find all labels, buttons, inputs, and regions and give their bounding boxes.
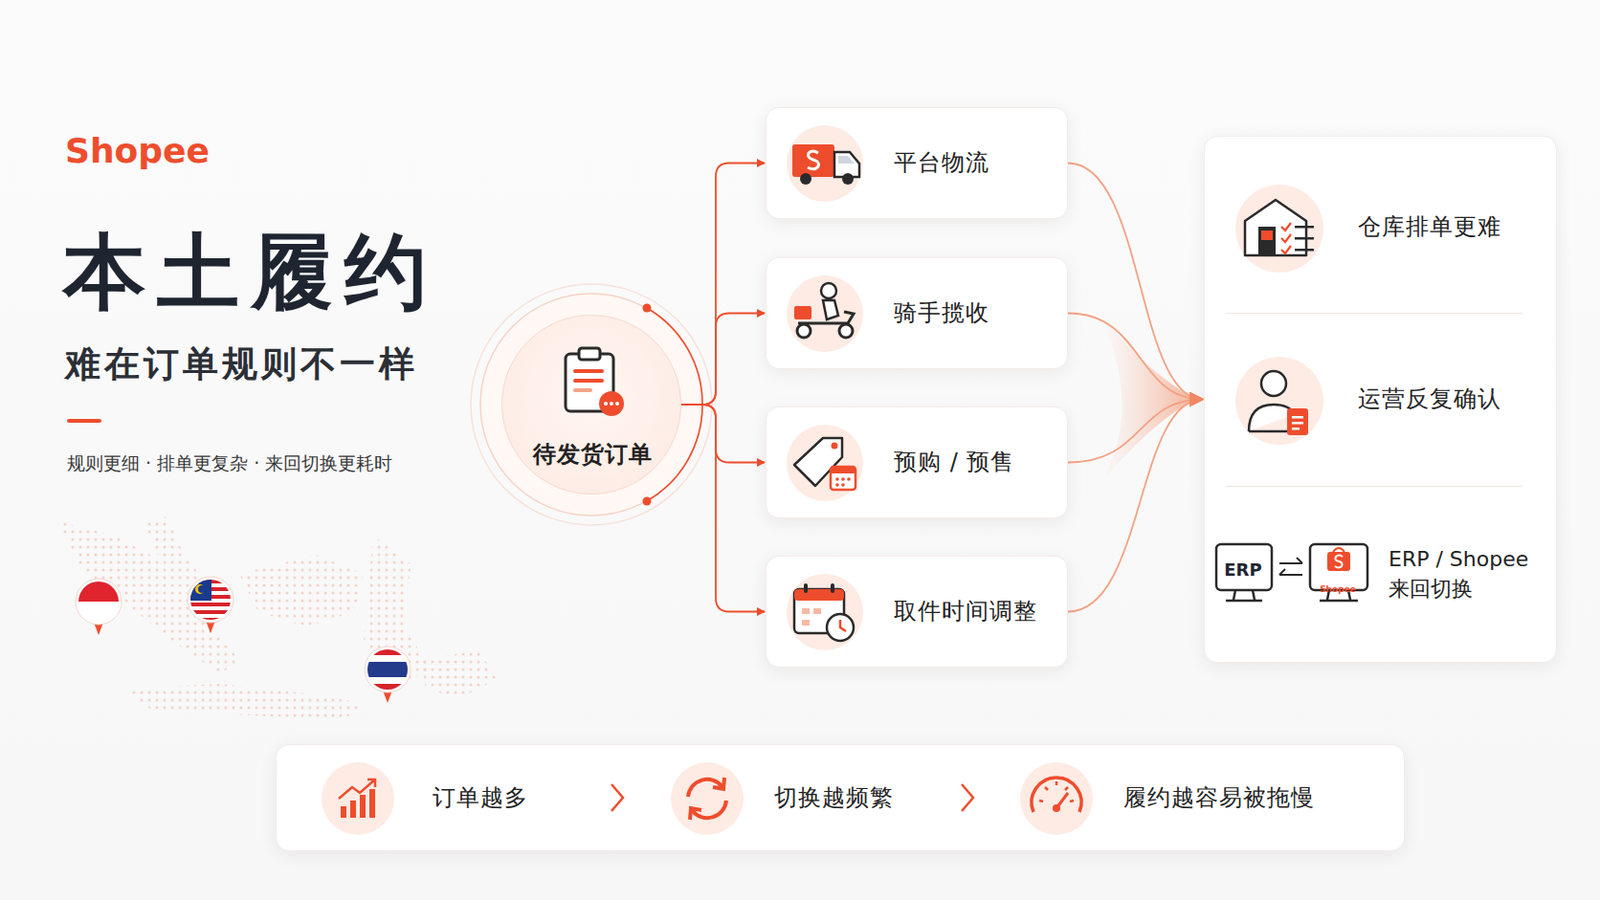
system-label: ERP xyxy=(1223,560,1262,580)
switch-icon xyxy=(666,758,748,840)
tagline: 规则更细 · 排单更复杂 · 来回切换更耗时 xyxy=(66,452,393,475)
node-text-wrap: 骑手揽收 xyxy=(893,298,990,329)
tag-icon xyxy=(780,419,869,508)
calendar-icon xyxy=(780,568,869,657)
connector xyxy=(1067,400,1203,464)
node-text: 骑手揽收 xyxy=(893,298,990,329)
tagline-wrap: 规则更细 · 排单更复杂 · 来回切换更耗时 xyxy=(66,452,393,475)
subtitle-wrap: 难在订单规则不一样 xyxy=(65,343,419,386)
connector xyxy=(1067,163,1203,400)
node-text-wrap: 运营反复确认 xyxy=(1357,384,1502,415)
operator-icon xyxy=(1231,355,1328,447)
dotted-map xyxy=(57,516,498,720)
node-text: 预购 / 预售 xyxy=(893,447,1015,478)
node-text: 平台物流 xyxy=(893,148,990,178)
brand-mini-label-wrap: Shopee xyxy=(1319,577,1356,597)
brand-mini-label: Shopee xyxy=(1319,585,1356,596)
step-box: 取件时间调整 xyxy=(765,555,1068,668)
divider xyxy=(1225,485,1523,489)
system-label-wrap: ERP xyxy=(1223,560,1262,580)
chevron xyxy=(611,784,623,812)
clipboard-icon xyxy=(552,342,633,423)
flag-pins xyxy=(75,577,411,704)
node-text-wrap: 切换越频繁 xyxy=(774,783,894,814)
warehouse-icon xyxy=(1231,182,1328,275)
node-text: 运营反复确认 xyxy=(1357,384,1502,415)
node-text-wrap: 仓库排单更难 xyxy=(1357,212,1502,243)
node-text-wrap: 预购 / 预售 xyxy=(893,447,1015,478)
node-text: ERP / Shopee 来回切换 xyxy=(1388,545,1544,605)
connector xyxy=(681,163,765,406)
node-text-wrap: 履约越容易被拖慢 xyxy=(1123,783,1315,814)
brand-logo: Shopee xyxy=(65,130,210,172)
node-text: 履约越容易被拖慢 xyxy=(1123,783,1315,814)
chevron xyxy=(961,784,974,812)
connector xyxy=(1067,313,1203,400)
connector xyxy=(681,404,765,464)
connector xyxy=(1067,400,1203,613)
step-box: 预购 / 预售 xyxy=(765,406,1068,519)
effect-panel: 仓库排单更难运营反复确认 ERP / Shopee 来回切换 xyxy=(1203,135,1557,664)
source-rings xyxy=(470,284,712,526)
node-text-wrap: ERP / Shopee 来回切换 xyxy=(1388,545,1544,605)
brand-logo-wrap: Shopee xyxy=(65,130,210,172)
node-text: 切换越频繁 xyxy=(774,783,894,814)
node-text: 订单越多 xyxy=(432,783,529,814)
node-text: 取件时间调整 xyxy=(893,597,1038,627)
growth-icon xyxy=(317,758,399,840)
step-box: 平台物流 xyxy=(765,107,1068,220)
accent-dash xyxy=(66,419,102,423)
connector xyxy=(681,313,765,406)
source-circle: 待发货订单 xyxy=(501,314,682,495)
truck-icon xyxy=(780,119,869,208)
main-title-wrap: 本土履约 xyxy=(63,224,439,320)
connector xyxy=(681,404,765,613)
step-box: 骑手揽收 xyxy=(765,257,1068,370)
merge-arrow xyxy=(1100,315,1197,484)
subtitle: 难在订单规则不一样 xyxy=(65,343,419,386)
main-title: 本土履约 xyxy=(63,224,439,320)
gauge-icon xyxy=(1016,758,1097,840)
node-text: 待发货订单 xyxy=(533,440,653,470)
node-text-wrap: 平台物流 xyxy=(893,148,990,178)
node-text-wrap: 订单越多 xyxy=(432,783,529,814)
divider xyxy=(1225,311,1523,316)
node-text: 仓库排单更难 xyxy=(1357,212,1502,243)
chain-bar: 订单越多 切换越频繁 履约越容易被拖慢 xyxy=(275,744,1405,852)
node-text-wrap: 取件时间调整 xyxy=(893,597,1038,627)
node-text-wrap: 待发货订单 xyxy=(533,440,653,470)
rider-icon xyxy=(780,269,869,358)
